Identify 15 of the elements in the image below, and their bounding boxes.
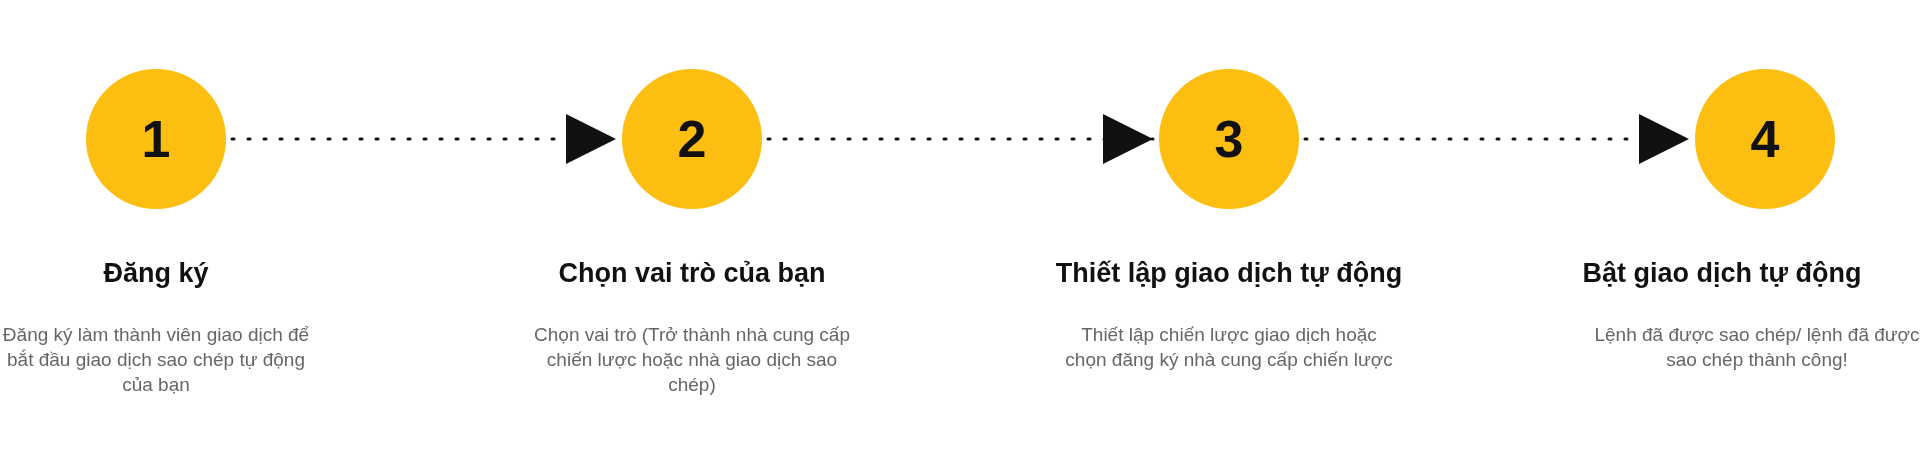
dotted-arrow xyxy=(766,114,1155,164)
step-description: Thiết lập chiến lược giao dịch hoặc chọn đăng ký nhà cung cấp chiến lược xyxy=(1064,323,1394,372)
step-title: Đăng ký xyxy=(102,258,210,289)
step-number: 1 xyxy=(141,109,171,169)
step-number: 4 xyxy=(1750,109,1780,169)
step-description: Lệnh đã được sao chép/ lệnh đã được sao chép thành công! xyxy=(1593,323,1921,372)
dotted-arrow xyxy=(230,114,618,164)
step-title: Chọn vai trò của bạn xyxy=(557,258,827,289)
step-description: Chọn vai trò (Trở thành nhà cung cấp chiến lược hoặc nhà giao dịch sao chép) xyxy=(533,323,851,397)
step-description: Đăng ký làm thành viên giao dịch để bắt đầu giao dịch sao chép tự động của bạn xyxy=(1,323,311,397)
step-number: 2 xyxy=(677,109,707,169)
step-number: 3 xyxy=(1214,109,1244,169)
step-title: Bật giao dịch tự động xyxy=(1581,258,1863,289)
dotted-arrow xyxy=(1303,114,1691,164)
step-title: Thiết lập giao dịch tự động xyxy=(1054,258,1404,289)
